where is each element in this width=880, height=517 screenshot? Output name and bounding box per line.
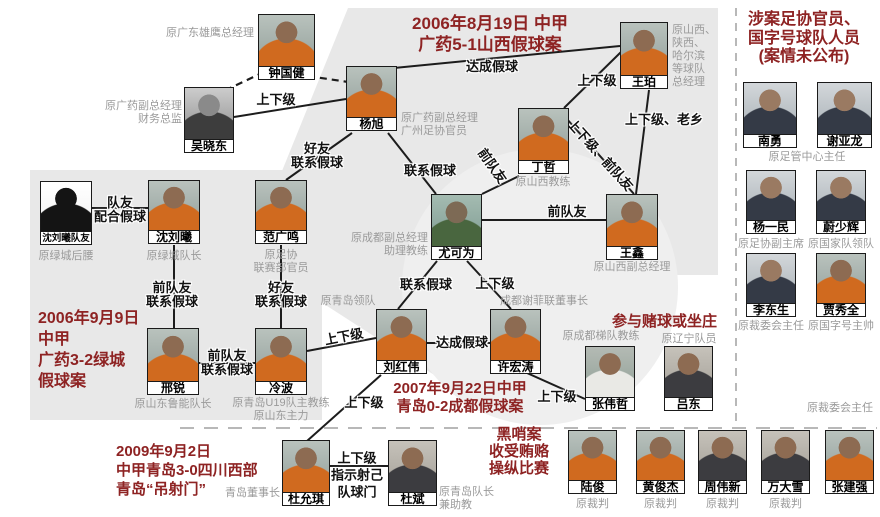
edge-xuhongtao-zhangweizhe [526, 372, 586, 400]
edge-wangpo-dingzhe [563, 51, 622, 109]
edge-yangxu-fanguangming [285, 132, 353, 181]
edge-zhongguojian-yangxu [307, 74, 349, 84]
edge-zhongguojian-wuxiaodong [225, 71, 265, 91]
edge-lengbo-liuhongwei [306, 337, 377, 352]
edge-youkewei-liuhongwei [397, 260, 438, 310]
edge-wuxiaodong-yangxu [233, 98, 347, 118]
edge-yangxu-youkewei [387, 132, 437, 195]
edge-dingzhe-youkewei [481, 175, 520, 195]
edge-dingzhe-wangxin [565, 117, 635, 195]
edge-liuhongwei-duyunqi [306, 374, 382, 442]
edge-youkewei-xuhongtao [466, 260, 512, 310]
edge-yangxu-wangpo [393, 45, 621, 69]
edge-wangpo-wangxin [635, 89, 650, 195]
